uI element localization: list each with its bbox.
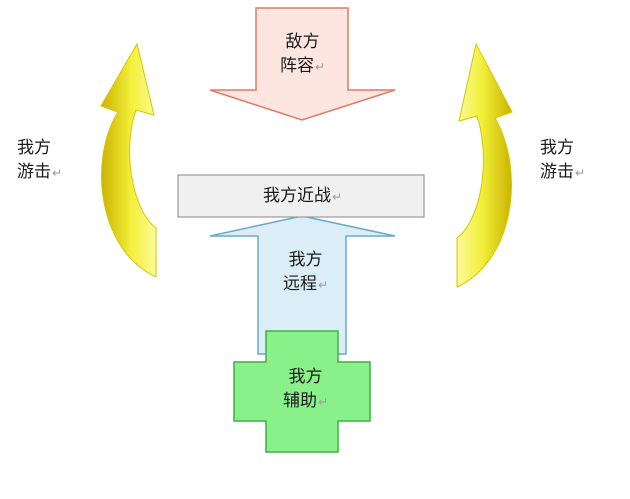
flank-right-label: 我方 游击↵ xyxy=(540,136,585,185)
ranged-label-line2: 远程 xyxy=(283,274,317,294)
ranged-label-line1: 我方 xyxy=(288,250,323,270)
melee-label: 我方近战↵ xyxy=(263,184,342,209)
paragraph-mark: ↵ xyxy=(575,166,586,180)
enemy-label-line2: 阵容 xyxy=(280,56,314,76)
paragraph-mark: ↵ xyxy=(318,278,329,292)
flank-left-label-line2: 游击 xyxy=(17,162,51,182)
flank-right-label-line1: 我方 xyxy=(540,138,574,158)
melee-bar xyxy=(177,174,425,218)
enemy-label: 敌方 阵容↵ xyxy=(280,30,325,79)
support-label: 我方 辅助↵ xyxy=(283,365,328,414)
paragraph-mark: ↵ xyxy=(332,190,343,204)
paragraph-mark: ↵ xyxy=(318,395,329,409)
flank-left-arrow xyxy=(100,42,157,278)
support-label-line2: 辅助 xyxy=(283,391,317,411)
paragraph-mark: ↵ xyxy=(315,60,326,74)
flank-right-label-line2: 游击 xyxy=(540,162,574,182)
ranged-label: 我方 远程↵ xyxy=(283,248,328,297)
melee-label-text: 我方近战 xyxy=(263,186,331,206)
flank-right-arrow xyxy=(456,42,513,288)
support-cross xyxy=(233,330,371,453)
support-label-line1: 我方 xyxy=(288,367,323,387)
flank-left-label: 我方 游击↵ xyxy=(17,136,62,185)
paragraph-mark: ↵ xyxy=(52,166,63,180)
flank-left-label-line1: 我方 xyxy=(17,138,51,158)
enemy-label-line1: 敌方 xyxy=(285,32,320,52)
enemy-arrow xyxy=(209,7,396,121)
